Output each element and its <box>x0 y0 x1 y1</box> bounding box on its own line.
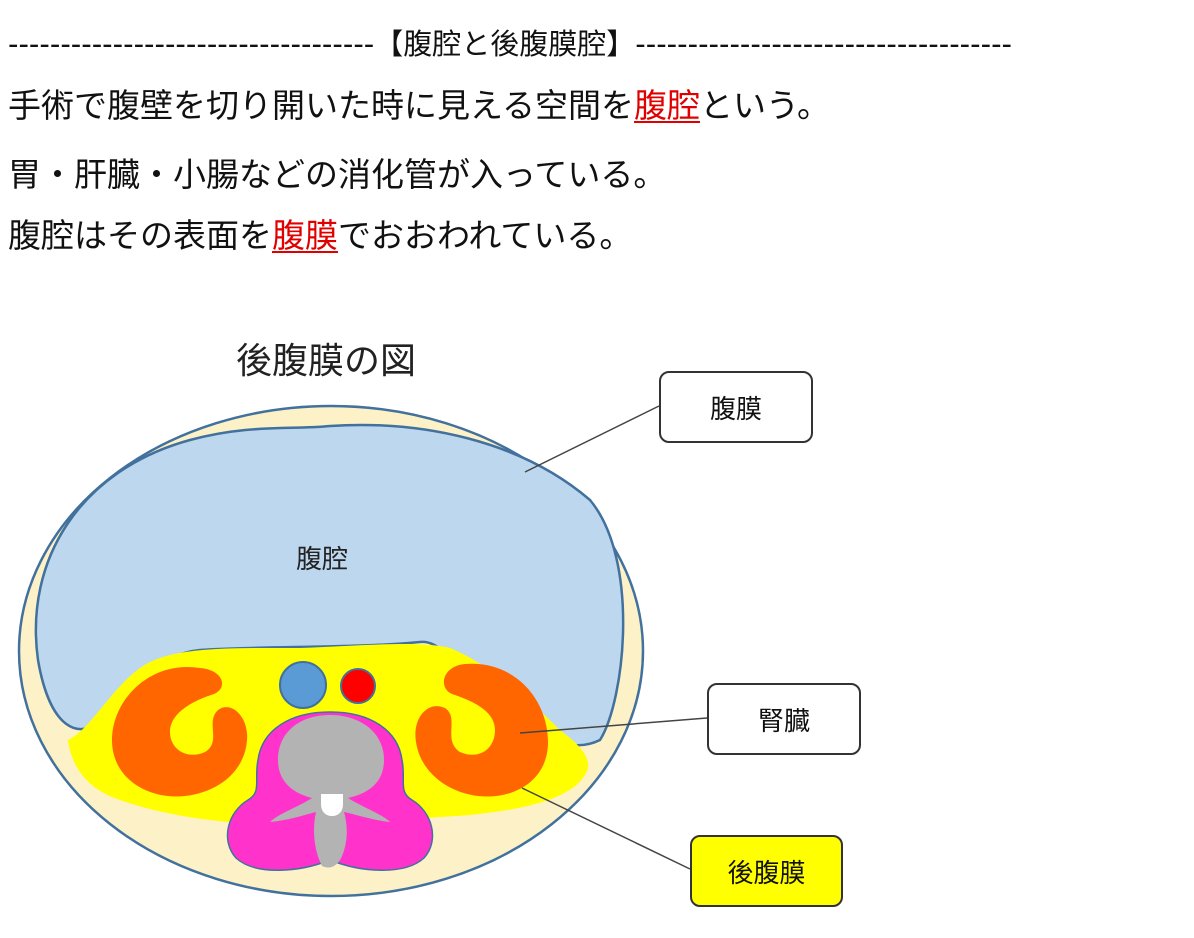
text-line-1: 手術で腹壁を切り開いた時に見える空間を腹腔という。 <box>8 86 830 126</box>
cavity-label: 腹腔 <box>296 545 349 575</box>
text-line-2: 胃・肝臓・小腸などの消化管が入っている。 <box>8 155 667 194</box>
diagram-title: 後腹膜の図 <box>236 341 417 382</box>
callout-kidney: 腎臓 <box>707 683 861 755</box>
aorta <box>340 668 376 704</box>
leader-line-kidney <box>519 717 708 734</box>
vertebra <box>270 715 390 868</box>
section-heading: -----------------------------------【腹腔と後… <box>8 24 1012 64</box>
leader-line-peritoneum <box>524 405 660 473</box>
left-kidney <box>112 666 248 797</box>
line3-prefix: 腹腔はその表面を <box>8 216 272 255</box>
vena-cava <box>279 661 327 709</box>
line1-suffix: という。 <box>700 86 831 125</box>
right-kidney <box>415 663 548 797</box>
line1-prefix: 手術で腹壁を切り開いた時に見える空間を <box>8 86 635 125</box>
callout-retroperitoneum: 後腹膜 <box>690 835 843 907</box>
spinal-canal <box>321 794 343 816</box>
callout-peritoneum: 腹膜 <box>659 371 813 443</box>
keyword-fukukou: 腹腔 <box>634 86 701 125</box>
heading-dashes-left: ----------------------------------- <box>8 27 375 61</box>
text-line-3: 腹腔はその表面を腹膜でおおわれている。 <box>8 216 632 256</box>
line3-suffix: でおおわれている。 <box>338 216 633 255</box>
keyword-fukumaku: 腹膜 <box>272 216 338 255</box>
leader-line-retroperitoneum <box>521 787 691 870</box>
heading-dashes-right: ------------------------------------ <box>635 27 1012 61</box>
heading-title: 【腹腔と後腹膜腔】 <box>374 27 636 61</box>
